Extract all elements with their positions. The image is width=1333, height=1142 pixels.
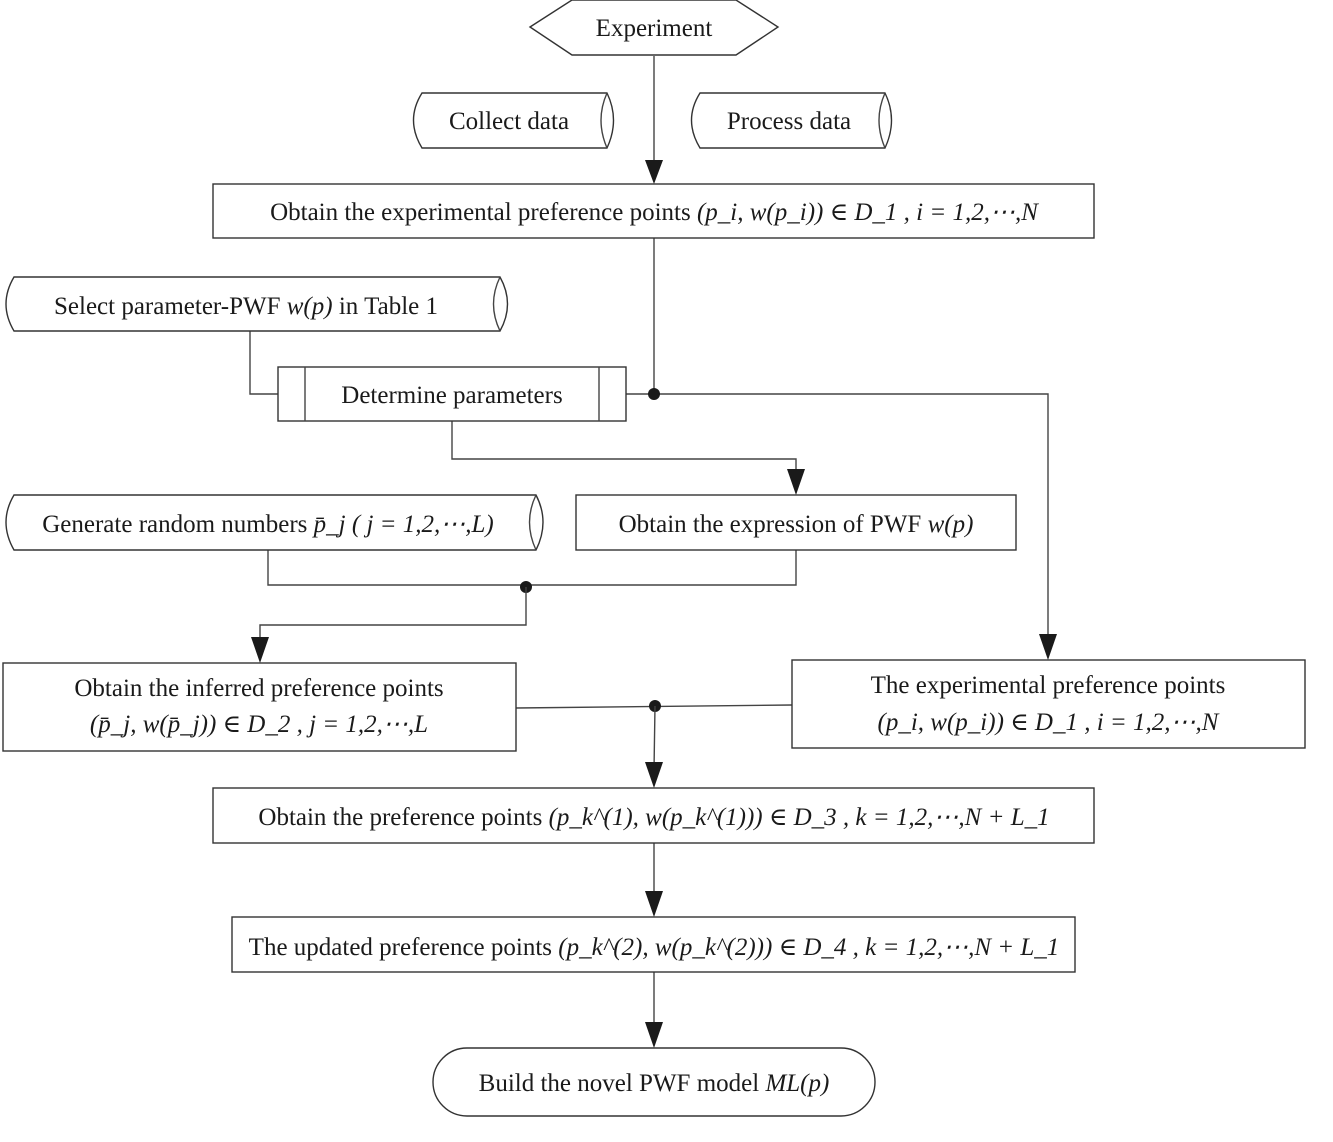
node-determine-parameters: Determine parameters [277, 366, 627, 422]
stored-data-curve [528, 494, 537, 551]
node-obtain-expression: Obtain the expression of PWF w(p) [575, 494, 1017, 551]
node-label: Select parameter-PWF [54, 293, 287, 320]
node-label: Process data [727, 108, 851, 135]
node-label: Obtain the inferred preference points [74, 675, 443, 702]
svg-text:Select parameter-PWF w(p) in T: Select parameter-PWF w(p) in Table 1 [54, 293, 438, 320]
arrow-head [645, 891, 663, 917]
node-math: (p_i, w(p_i)) ∈ D_1 , i = 1,2,⋯,N [878, 709, 1220, 736]
node-experimental-points: The experimental preference points (p_i,… [791, 659, 1306, 749]
edge-determine-to-expression [451, 421, 797, 475]
arrow-head [645, 160, 663, 184]
edge-junction-to-inferred [259, 587, 527, 645]
node-label: Build the novel PWF model [479, 1070, 766, 1097]
arrow-head [787, 469, 805, 495]
node-label: Generate random numbers [42, 511, 313, 538]
stored-data-curve [600, 92, 608, 149]
arrow-head [645, 762, 663, 788]
node-math: w(p) [928, 511, 974, 538]
edge-junction-to-experimental-points [626, 393, 1049, 640]
svg-text:Obtain the experimental prefer: Obtain the experimental preference point… [270, 199, 1039, 226]
arrow-head [645, 1022, 663, 1048]
node-math: p̄_j ( j = 1,2,⋯,L) [312, 511, 494, 538]
node-updated-points: The updated preference points (p_k^(2), … [231, 916, 1076, 973]
connectors [249, 56, 1057, 1048]
svg-text:Build the novel PWF model ML(: Build the novel PWF model ML(p) [479, 1070, 830, 1097]
junction-dot [648, 388, 660, 400]
stored-data-curve [878, 92, 886, 149]
process-shape [2, 662, 517, 752]
process-shape [212, 183, 1095, 239]
svg-text:Obtain the expression of PWF w: Obtain the expression of PWF w(p) [619, 511, 974, 538]
node-math: (p_k^(2), w(p_k^(2))) ∈ D_4 , k = 1,2,⋯,… [558, 934, 1059, 961]
arrow-head [1039, 634, 1057, 660]
stored-data-curve [492, 276, 501, 332]
node-label: The updated preference points [249, 934, 559, 961]
process-shape [231, 916, 1076, 973]
node-math: (p_k^(1), w(p_k^(1))) ∈ D_3 , k = 1,2,⋯,… [549, 804, 1050, 831]
node-select-pwf: Select parameter-PWF w(p) in Table 1 [5, 276, 509, 332]
node-inferred-points: Obtain the inferred preference points (p… [2, 662, 517, 752]
process-shape [791, 659, 1306, 749]
node-label: Collect data [449, 108, 569, 135]
arrow-head [251, 637, 269, 663]
edge-select-to-determine [249, 330, 278, 395]
node-label-suffix: in Table 1 [333, 293, 438, 320]
node-process-data: Process data [690, 92, 893, 149]
node-label: The experimental preference points [871, 672, 1226, 699]
process-shape [575, 494, 1017, 551]
node-label: Obtain the experimental preference point… [270, 199, 697, 226]
edge-junction-to-preference-points [653, 705, 656, 771]
node-label: Obtain the preference points [258, 804, 548, 831]
terminator-shape [432, 1047, 876, 1117]
process-shape [212, 787, 1095, 844]
node-label: Experiment [596, 15, 713, 42]
svg-text:Obtain the preference points (: Obtain the preference points (p_k^(1), w… [258, 804, 1049, 831]
edge-merge-random-expression [267, 550, 797, 586]
node-obtain-preference-points: Obtain the preference points (p_k^(1), w… [212, 787, 1095, 844]
node-collect-data: Collect data [412, 92, 615, 149]
svg-text:The updated preference points: The updated preference points (p_k^(2), … [249, 934, 1060, 961]
node-generate-random: Generate random numbers p̄_j ( j = 1,2,⋯… [5, 494, 544, 551]
node-math: ML(p) [764, 1070, 829, 1097]
node-obtain-experimental-points: Obtain the experimental preference point… [212, 183, 1095, 239]
node-label: Obtain the expression of PWF [619, 511, 928, 538]
svg-text:Generate random numbers p̄_j (: Generate random numbers p̄_j ( j = 1,2,⋯… [42, 511, 494, 538]
node-math: (p̄_j, w(p̄_j)) ∈ D_2 , j = 1,2,⋯,L [90, 711, 428, 738]
node-label: Determine parameters [341, 382, 562, 409]
node-math: w(p) [287, 293, 333, 320]
node-experiment: Experiment [528, 0, 780, 56]
node-build-model: Build the novel PWF model ML(p) [432, 1047, 876, 1117]
node-math: (p_i, w(p_i)) ∈ D_1 , i = 1,2,⋯,N [697, 199, 1039, 226]
predefined-process-shape [277, 366, 627, 422]
hexagon-shape [528, 0, 780, 56]
